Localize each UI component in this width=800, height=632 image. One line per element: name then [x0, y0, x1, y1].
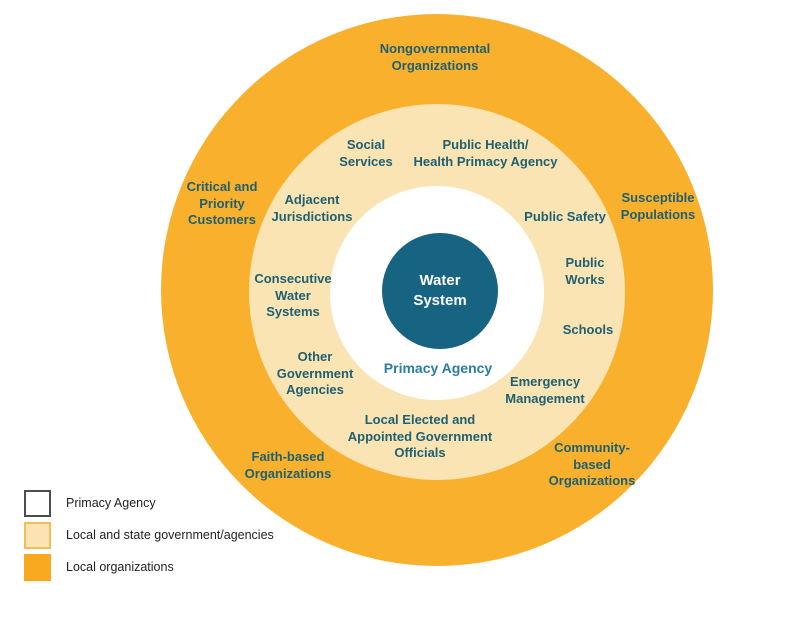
- label-other-government-agencies: Other Government Agencies: [276, 349, 354, 398]
- legend-label-local-organizations: Local organizations: [66, 560, 174, 574]
- label-public-health-primacy: Public Health/ Health Primacy Agency: [413, 137, 558, 169]
- label-consecutive-water-systems: Consecutive Water Systems: [254, 271, 332, 320]
- legend-swatch-local-state-government: [24, 522, 51, 549]
- legend-swatch-primacy-agency: [24, 490, 51, 517]
- legend-item-local-state-government: Local and state government/agencies: [24, 522, 274, 549]
- legend-item-primacy-agency: Primacy Agency: [24, 490, 274, 517]
- water-system-circle: Water System: [382, 233, 498, 349]
- water-system-label: Water System: [413, 271, 467, 309]
- label-susceptible-populations: Susceptible Populations: [620, 190, 696, 222]
- label-public-safety: Public Safety: [524, 209, 606, 224]
- label-social-services: Social Services: [339, 137, 393, 169]
- legend: Primacy Agency Local and state governmen…: [24, 490, 274, 581]
- legend-label-primacy-agency: Primacy Agency: [66, 496, 156, 510]
- label-adjacent-jurisdictions: Adjacent Jurisdictions: [271, 192, 353, 224]
- legend-swatch-local-organizations: [24, 554, 51, 581]
- legend-item-local-organizations: Local organizations: [24, 554, 274, 581]
- label-critical-priority-customers: Critical and Priority Customers: [186, 179, 258, 228]
- label-faith-based-organizations: Faith-based Organizations: [244, 449, 332, 481]
- label-nongovernmental-organizations: Nongovernmental Organizations: [379, 41, 491, 73]
- label-local-elected-officials: Local Elected and Appointed Government O…: [347, 412, 493, 461]
- legend-label-local-state-government: Local and state government/agencies: [66, 528, 274, 542]
- label-primacy-agency: Primacy Agency: [383, 360, 493, 376]
- label-public-works: Public Works: [565, 255, 605, 287]
- label-emergency-management: Emergency Management: [505, 374, 585, 406]
- label-schools: Schools: [562, 322, 614, 337]
- label-community-based-organizations: Community- based Organizations: [548, 440, 636, 489]
